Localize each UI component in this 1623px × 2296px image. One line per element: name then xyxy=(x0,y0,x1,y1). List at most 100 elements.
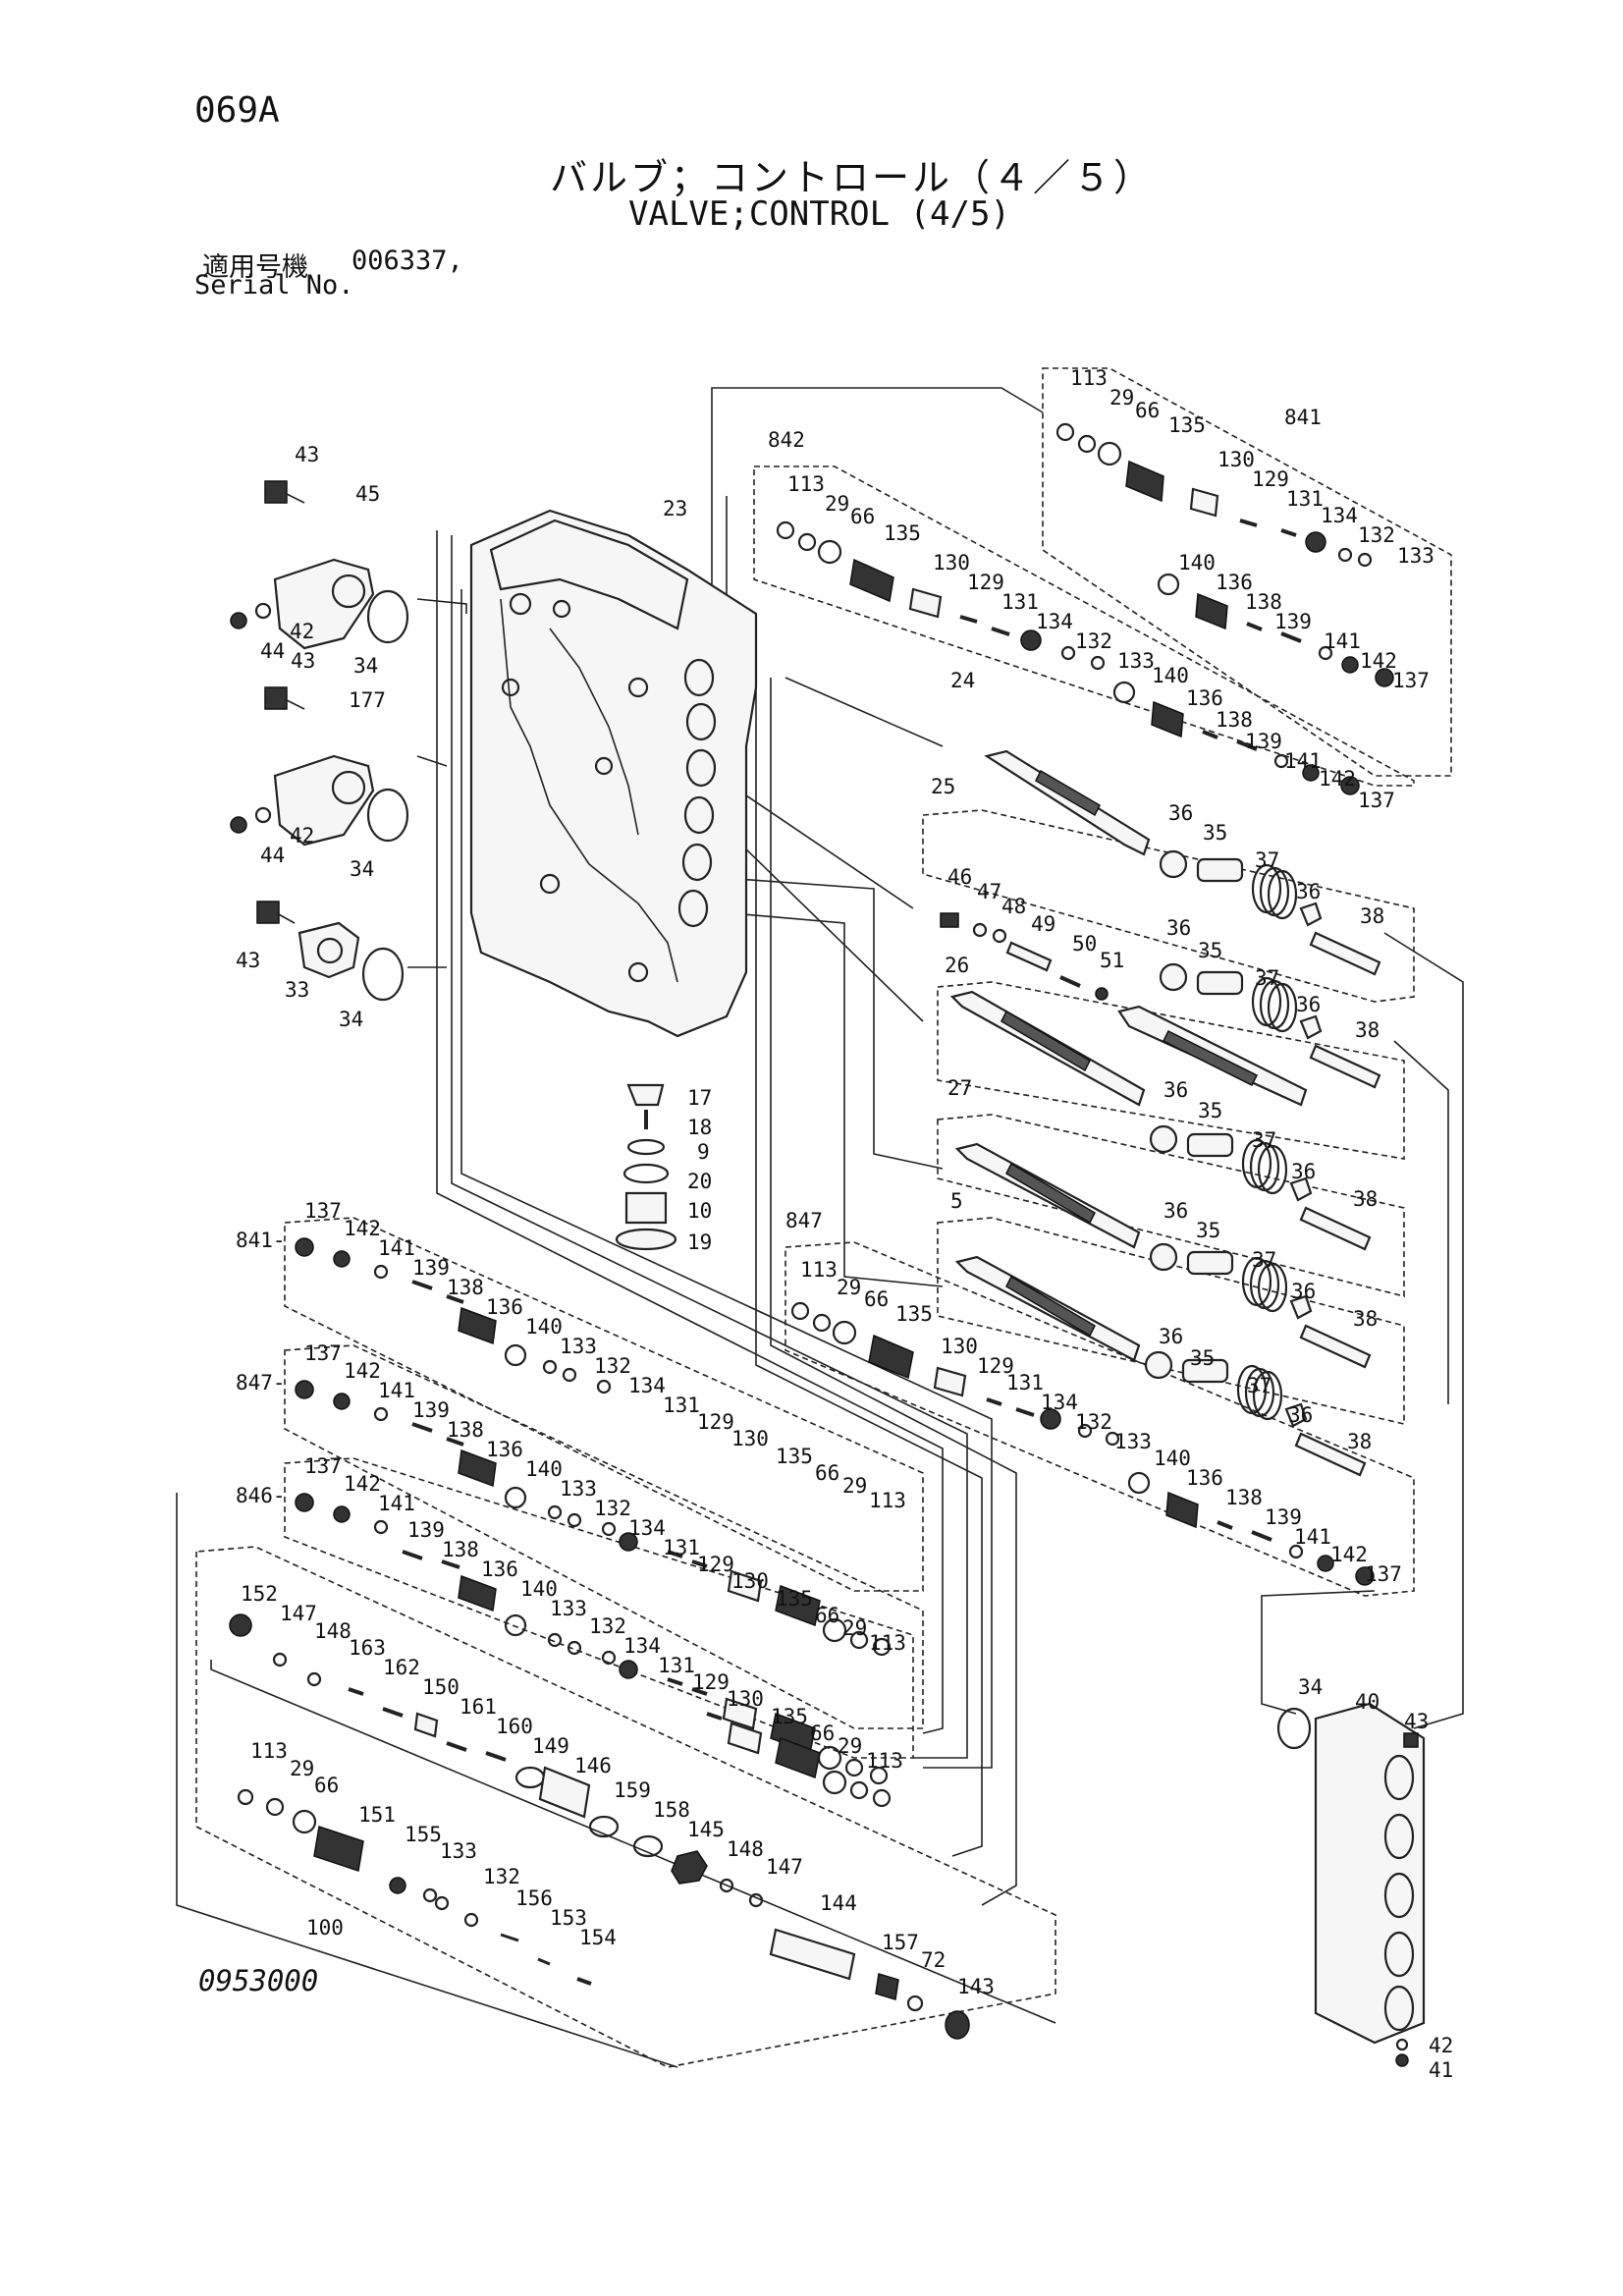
callout-label: 155 xyxy=(405,1823,442,1846)
callout-label: 137 xyxy=(304,1454,342,1478)
leader-lines xyxy=(176,387,1464,2068)
callout-label: 132 xyxy=(594,1354,631,1378)
relief-valve-stack xyxy=(615,1083,677,1251)
valve-body-top-face xyxy=(489,519,689,630)
callout-label: 135 xyxy=(776,1587,813,1611)
spool-5 xyxy=(954,1255,1141,1362)
callout-label: 38 xyxy=(1360,904,1384,928)
callout-label: 133 xyxy=(1397,544,1434,568)
callout-label: 134 xyxy=(628,1374,666,1397)
leader-line xyxy=(755,687,983,1857)
callout-label: 134 xyxy=(1041,1391,1078,1414)
callout-label: 138 xyxy=(1245,590,1282,614)
callout-label: 146 xyxy=(574,1754,612,1777)
leader-line xyxy=(784,677,944,747)
leader-line xyxy=(416,598,467,614)
callout-label: 142 xyxy=(344,1217,381,1240)
callout-label: 138 xyxy=(1216,708,1253,732)
o-ring-34 xyxy=(366,589,409,644)
callout-label: 113 xyxy=(800,1258,838,1282)
callout-label: 131 xyxy=(658,1654,695,1677)
callout-label: 29 xyxy=(838,1734,862,1758)
callout-label: 133 xyxy=(1114,1430,1152,1453)
callout-label: 129 xyxy=(697,1553,734,1576)
callout-label: 137 xyxy=(304,1341,342,1365)
callout-label: 139 xyxy=(1265,1505,1302,1529)
callout-label: 142 xyxy=(1360,649,1397,673)
callout-label: 129 xyxy=(977,1354,1014,1378)
callout-label: 66 xyxy=(1135,399,1160,422)
plug-41 xyxy=(1395,2053,1409,2067)
callout-label: 24 xyxy=(950,669,975,692)
leader-line xyxy=(1383,932,1464,1729)
callout-label: 35 xyxy=(1203,821,1227,845)
callout-label: 138 xyxy=(447,1276,484,1299)
callout-label: 50 xyxy=(1072,932,1097,956)
valve-body-ports xyxy=(501,592,717,983)
pilot-cap-parts xyxy=(295,422,1394,1808)
callout-label: 137 xyxy=(304,1199,342,1223)
callout-label: 156 xyxy=(515,1886,553,1910)
group-26-outline xyxy=(937,981,1405,1160)
callout-label: 36 xyxy=(1166,916,1191,940)
callout-label: 130 xyxy=(731,1427,769,1450)
callout-label: 132 xyxy=(1075,1410,1112,1434)
callout-label: 136 xyxy=(1216,571,1253,594)
callout-label: 113 xyxy=(250,1739,288,1763)
title-english: VALVE;CONTROL (4/5) xyxy=(628,194,1010,234)
bolt-43 xyxy=(256,901,280,924)
callout-label: 5 xyxy=(950,1189,963,1213)
callout-label: 133 xyxy=(550,1597,587,1620)
callout-label: 141 xyxy=(1324,629,1361,653)
callout-label: 159 xyxy=(614,1778,651,1802)
callout-label: 130 xyxy=(1217,448,1255,471)
o-ring-34 xyxy=(361,947,405,1002)
leader-line xyxy=(460,589,993,1769)
callout-label: 46 xyxy=(947,865,972,889)
callout-label: 36 xyxy=(1159,1325,1183,1348)
callout-label: 37 xyxy=(1252,1248,1276,1272)
valve-body-gallery xyxy=(500,598,678,983)
callout-label: 36 xyxy=(1163,1078,1188,1102)
callout-label: 135 xyxy=(895,1302,933,1326)
callout-label: 38 xyxy=(1347,1430,1372,1453)
callout-label: 130 xyxy=(727,1687,764,1711)
callout-label: 162 xyxy=(383,1656,420,1679)
callout-label: 113 xyxy=(866,1749,903,1773)
o-ring-42 xyxy=(254,602,272,620)
poppet-17 xyxy=(626,1083,665,1107)
serial-label-english: Serial No. xyxy=(194,270,354,301)
callout-label: 135 xyxy=(884,521,921,545)
title-japanese: バルブ；コントロール（４／５） xyxy=(550,156,1155,199)
callout-label: 132 xyxy=(594,1497,631,1520)
callout-label: 149 xyxy=(532,1734,569,1758)
callout-label: 143 xyxy=(957,1975,995,1998)
callout-label: 36 xyxy=(1291,1280,1316,1303)
callout-label: 148 xyxy=(314,1619,352,1643)
callout-label: 153 xyxy=(550,1906,587,1930)
leader-line xyxy=(740,844,924,1022)
group-847-right-outline xyxy=(784,1241,1415,1597)
serial-number-value: 006337, xyxy=(352,246,463,276)
callout-label: 35 xyxy=(1190,1346,1215,1370)
plug-10 xyxy=(624,1191,668,1225)
callout-label: 20 xyxy=(687,1170,712,1193)
bolt-43 xyxy=(264,686,288,710)
callout-label: 134 xyxy=(623,1634,661,1658)
leader-line xyxy=(176,1493,678,2068)
leader-line xyxy=(416,755,448,767)
callout-label: 133 xyxy=(560,1335,597,1358)
callout-label: 38 xyxy=(1355,1018,1380,1042)
callout-label: 66 xyxy=(815,1461,839,1485)
spring-assemblies xyxy=(1144,849,1381,1477)
callout-label: 129 xyxy=(1252,467,1289,491)
callout-label: 113 xyxy=(1070,366,1108,390)
callout-label: 10 xyxy=(687,1199,712,1223)
o-ring-42 xyxy=(254,806,272,824)
callout-label: 147 xyxy=(766,1855,803,1879)
group-5-outline xyxy=(937,1217,1405,1426)
leader-line xyxy=(1261,1590,1376,1715)
callout-label: 140 xyxy=(525,1315,563,1339)
callout-label: 27 xyxy=(947,1076,972,1100)
callout-label: 163 xyxy=(349,1636,386,1660)
